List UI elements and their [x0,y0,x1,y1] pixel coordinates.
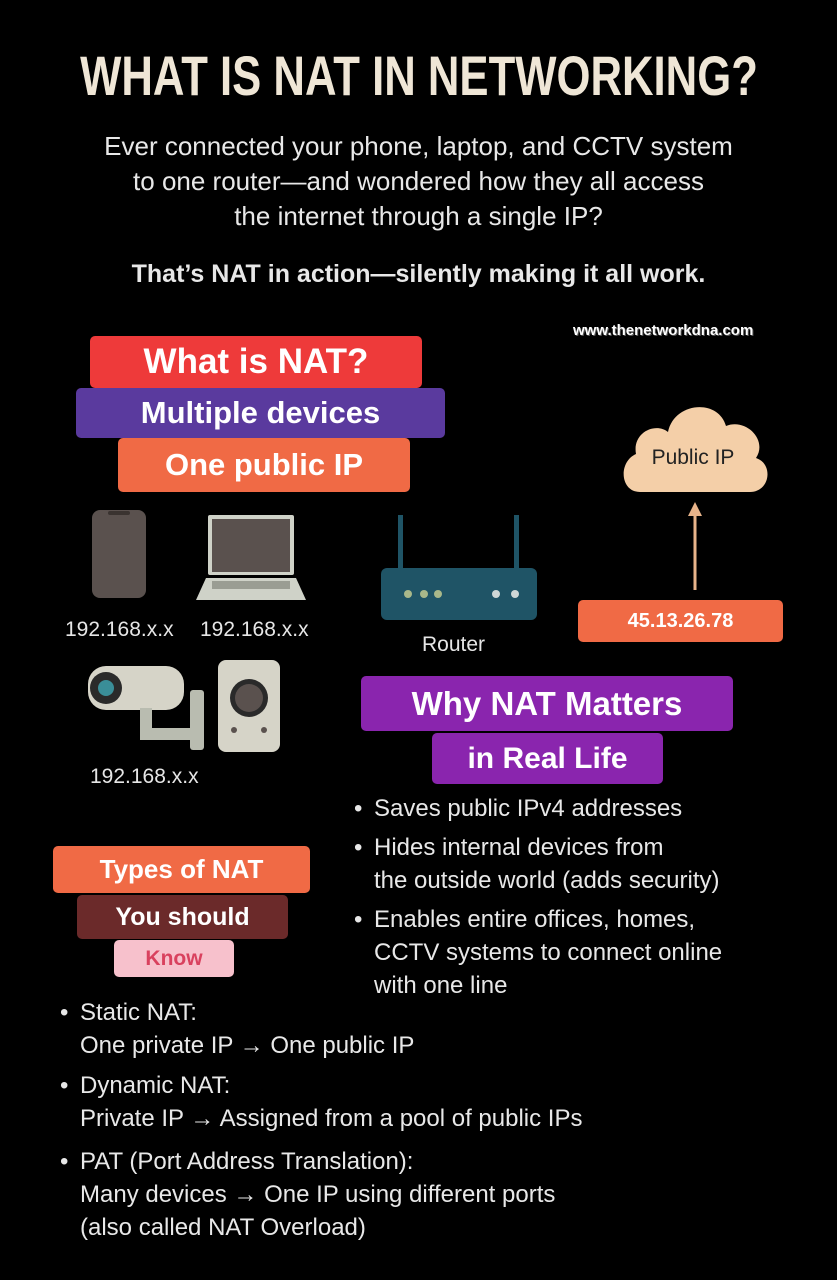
nat-type-pat: •PAT (Port Address Translation):Many dev… [60,1148,556,1241]
nat-type-dynamic: •Dynamic NAT:Private IP → Assigned from … [60,1072,583,1132]
laptop-ip-label: 192.168.x.x [200,618,309,641]
tag-multiple-devices: Multiple devices [76,388,445,438]
tag-know: Know [114,940,234,977]
page-title: WHAT IS NAT IN NETWORKING? [80,44,758,107]
cctv-ip-label: 192.168.x.x [90,765,199,788]
why-nat-subtitle: in Real Life [432,733,663,784]
laptop-icon [196,515,306,600]
phone-ip-label: 192.168.x.x [65,618,174,641]
router-label: Router [422,633,486,656]
tagline: That’s NAT in action—silently making it … [131,260,706,288]
dvr-device-icon [218,660,280,752]
cloud-label: Public IP [651,446,735,469]
intro-line: to one router—and wondered how they all … [133,166,704,196]
arrow-up-icon [688,502,702,590]
intro-line: Ever connected your phone, laptop, and C… [104,131,733,161]
network-illustration [88,502,702,752]
cctv-camera-icon [88,666,204,750]
why-bullet: •Saves public IPv4 addresses [354,795,683,822]
phone-icon [92,510,146,598]
intro-line: the internet through a single IP? [234,201,603,231]
nat-type-static: •Static NAT:One private IP → One public … [60,999,415,1059]
tag-types-of-nat: Types of NAT [53,846,310,893]
website-watermark: www.thenetworkdna.com [573,322,754,339]
public-ip-badge: 45.13.26.78 [578,600,783,642]
tag-you-should: You should [77,895,288,939]
cloud-icon [623,407,768,492]
router-icon [381,515,537,620]
why-nat-title: Why NAT Matters [361,676,733,731]
tag-one-public-ip: One public IP [118,438,410,492]
tag-what-is-nat: What is NAT? [90,336,422,388]
why-bullet: •Enables entire offices, homes,CCTV syst… [354,906,723,999]
